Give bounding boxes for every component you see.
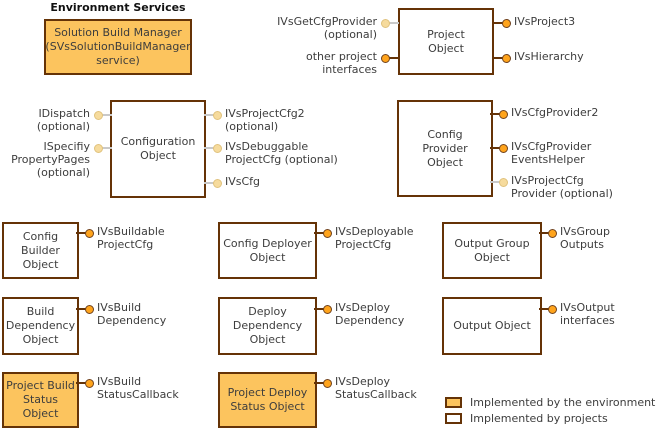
legend-label-projects: Implemented by projects [470, 412, 608, 425]
port-circle-ivsprojectcfgprovider-icon [499, 178, 508, 187]
port-label-ispecifiy-propertypages: ISpecifiy PropertyPages (optional) [11, 140, 90, 179]
port-label-ivsdeploydependency: IVsDeploy Dependency [335, 301, 405, 327]
port-line-ivsprojectcfgprovider [490, 181, 503, 183]
port-label-ivsdeploystatuscallback: IVsDeploy StatusCallback [335, 375, 417, 401]
port-line-ivsbuilddependency [76, 308, 89, 310]
port-circle-ivscfgprovidereventshelper-icon [499, 144, 508, 153]
port-line-ivsdeploystatuscallback [314, 382, 327, 384]
config-provider-object-label: Config Provider Object [422, 127, 468, 169]
config-builder-object-label: Config Builder Object [21, 229, 60, 271]
port-label-other-project-interfaces: other project interfaces [306, 50, 377, 76]
port-circle-ivsbuildableprojectcfg-icon [85, 229, 94, 238]
project-deploy-status-object: Project Deploy Status Object [218, 372, 317, 428]
output-group-object: Output Group Object [442, 222, 542, 279]
port-line-other-project-interfaces [385, 57, 399, 59]
port-label-ivsoutputinterfaces: IVsOutput interfaces [560, 301, 615, 327]
deploy-dependency-object-label: Deploy Dependency Object [232, 305, 303, 346]
port-label-ivsdebuggableprojectcfg: IVsDebuggable ProjectCfg (optional) [225, 140, 338, 166]
deploy-dependency-object: Deploy Dependency Object [218, 297, 317, 355]
project-build-status-object: Project Build Status Object [2, 372, 79, 428]
diagram-title: Environment Services [50, 1, 186, 14]
port-circle-ivsgetcfgprovider-icon [381, 19, 390, 28]
port-line-ispecifiy-propertypages [98, 147, 112, 149]
port-line-ivscfgprovidereventshelper [490, 147, 503, 149]
port-circle-ivsdeployableprojectcfg-icon [323, 229, 332, 238]
port-label-ivsprojectcfg2: IVsProjectCfg2 (optional) [225, 107, 305, 133]
port-label-ivsgetcfgprovider: IVsGetCfgProvider (optional) [277, 15, 377, 41]
legend-item-environment: Implemented by the environment [445, 396, 655, 409]
port-line-ivsproject3 [493, 22, 506, 24]
project-object-label: Project Object [427, 27, 465, 55]
legend-label-environment: Implemented by the environment [470, 396, 656, 409]
configuration-object-label: Configuration Object [120, 135, 196, 162]
port-circle-ivsbuilddependency-icon [85, 305, 94, 314]
port-circle-ivscfg-icon [213, 179, 222, 188]
solution-build-manager-label: Solution Build Manager (SVsSolutionBuild… [45, 26, 191, 67]
port-circle-ivscfgprovider2-icon [499, 110, 508, 119]
port-circle-ivsdebuggableprojectcfg-icon [213, 144, 222, 153]
port-line-ivsgetcfgprovider [385, 22, 399, 24]
legend-swatch-projects-icon [445, 413, 462, 424]
port-line-ivsoutputinterfaces [539, 308, 552, 310]
port-line-ivsbuildstatuscallback [76, 382, 89, 384]
port-label-ivsdeployableprojectcfg: IVsDeployable ProjectCfg [335, 225, 414, 251]
port-circle-ivsproject3-icon [502, 19, 511, 28]
port-circle-ivsbuildstatuscallback-icon [85, 379, 94, 388]
port-circle-idispatch-icon [94, 111, 103, 120]
port-label-ivscfgprovidereventshelper: IVsCfgProvider EventsHelper [511, 140, 592, 166]
port-line-ivsprojectcfg2 [204, 114, 217, 116]
port-line-ivscfgprovider2 [490, 113, 503, 115]
port-line-ivsdeployableprojectcfg [314, 232, 327, 234]
project-build-status-object-label: Project Build Status Object [6, 379, 75, 420]
port-label-ivscfg: IVsCfg [225, 175, 261, 188]
port-circle-ivsoutputinterfaces-icon [548, 305, 557, 314]
port-label-ivscfgprovider2: IVsCfgProvider2 [511, 106, 599, 119]
port-label-ivsbuilddependency: IVsBuild Dependency [97, 301, 167, 327]
legend-swatch-environment-icon [445, 397, 462, 408]
port-line-ivsgroupoutputs [539, 232, 552, 234]
build-dependency-object: Build Dependency Object [2, 297, 79, 355]
port-label-ivsbuildstatuscallback: IVsBuild StatusCallback [97, 375, 179, 401]
legend-item-projects: Implemented by projects [445, 412, 608, 425]
port-circle-ispecifiy-propertypages-icon [94, 144, 103, 153]
port-line-ivsdeploydependency [314, 308, 327, 310]
port-line-idispatch [98, 114, 112, 116]
port-label-idispatch: IDispatch (optional) [36, 107, 90, 133]
config-deployer-object-label: Config Deployer Object [223, 236, 312, 264]
output-object-label: Output Object [453, 319, 531, 332]
port-circle-ivsprojectcfg2-icon [213, 111, 222, 120]
port-line-ivsdebuggableprojectcfg [204, 147, 217, 149]
port-line-ivsbuildableprojectcfg [76, 232, 89, 234]
port-label-ivsbuildableprojectcfg: IVsBuildable ProjectCfg [97, 225, 165, 251]
config-deployer-object: Config Deployer Object [218, 222, 317, 279]
port-label-ivsgroupoutputs: IVsGroup Outputs [560, 225, 610, 251]
port-label-ivshierarchy: IVsHierarchy [514, 50, 584, 63]
project-deploy-status-object-label: Project Deploy Status Object [227, 386, 308, 413]
port-circle-ivsgroupoutputs-icon [548, 229, 557, 238]
port-label-ivsprojectcfgprovider: IVsProjectCfg Provider (optional) [511, 174, 613, 200]
configuration-object: Configuration Object [110, 100, 206, 198]
config-builder-object: Config Builder Object [2, 222, 79, 279]
output-group-object-label: Output Group Object [454, 236, 530, 264]
port-label-ivsproject3: IVsProject3 [514, 15, 576, 28]
port-circle-ivshierarchy-icon [502, 54, 511, 63]
solution-build-manager: Solution Build Manager (SVsSolutionBuild… [44, 19, 192, 75]
build-dependency-object-label: Build Dependency Object [5, 305, 76, 346]
config-provider-object: Config Provider Object [397, 100, 493, 197]
port-line-ivshierarchy [493, 57, 506, 59]
port-line-ivscfg [204, 182, 217, 184]
port-circle-other-project-interfaces-icon [381, 54, 390, 63]
output-object: Output Object [442, 297, 542, 355]
project-object: Project Object [398, 8, 494, 75]
port-circle-ivsdeploystatuscallback-icon [323, 379, 332, 388]
port-circle-ivsdeploydependency-icon [323, 305, 332, 314]
